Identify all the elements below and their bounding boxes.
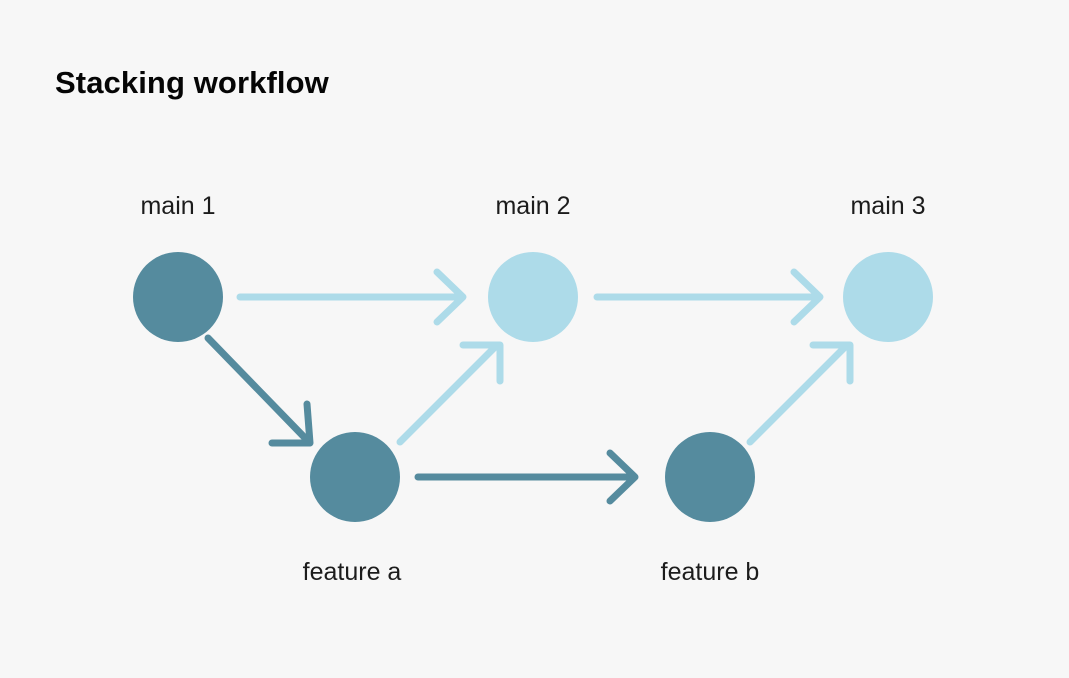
node-main1[interactable] xyxy=(133,252,223,342)
page-title: Stacking workflow xyxy=(55,65,329,100)
edge-main1-featurea xyxy=(204,334,314,447)
node-label-featurea: feature a xyxy=(302,558,402,586)
edge-featurea-featureb xyxy=(414,449,639,505)
node-main3[interactable] xyxy=(843,252,933,342)
edge-featureb-main3 xyxy=(746,341,854,446)
node-label-main2: main 2 xyxy=(495,192,571,220)
node-label-main1: main 1 xyxy=(140,192,216,220)
node-featurea[interactable] xyxy=(310,432,400,522)
node-label-main3: main 3 xyxy=(850,192,926,220)
edge-main1-main2 xyxy=(236,268,467,326)
node-label-featureb: feature b xyxy=(660,558,760,586)
node-featureb[interactable] xyxy=(665,432,755,522)
edge-main2-main3 xyxy=(593,268,824,326)
edge-featurea-main2 xyxy=(396,341,504,446)
node-main2[interactable] xyxy=(488,252,578,342)
